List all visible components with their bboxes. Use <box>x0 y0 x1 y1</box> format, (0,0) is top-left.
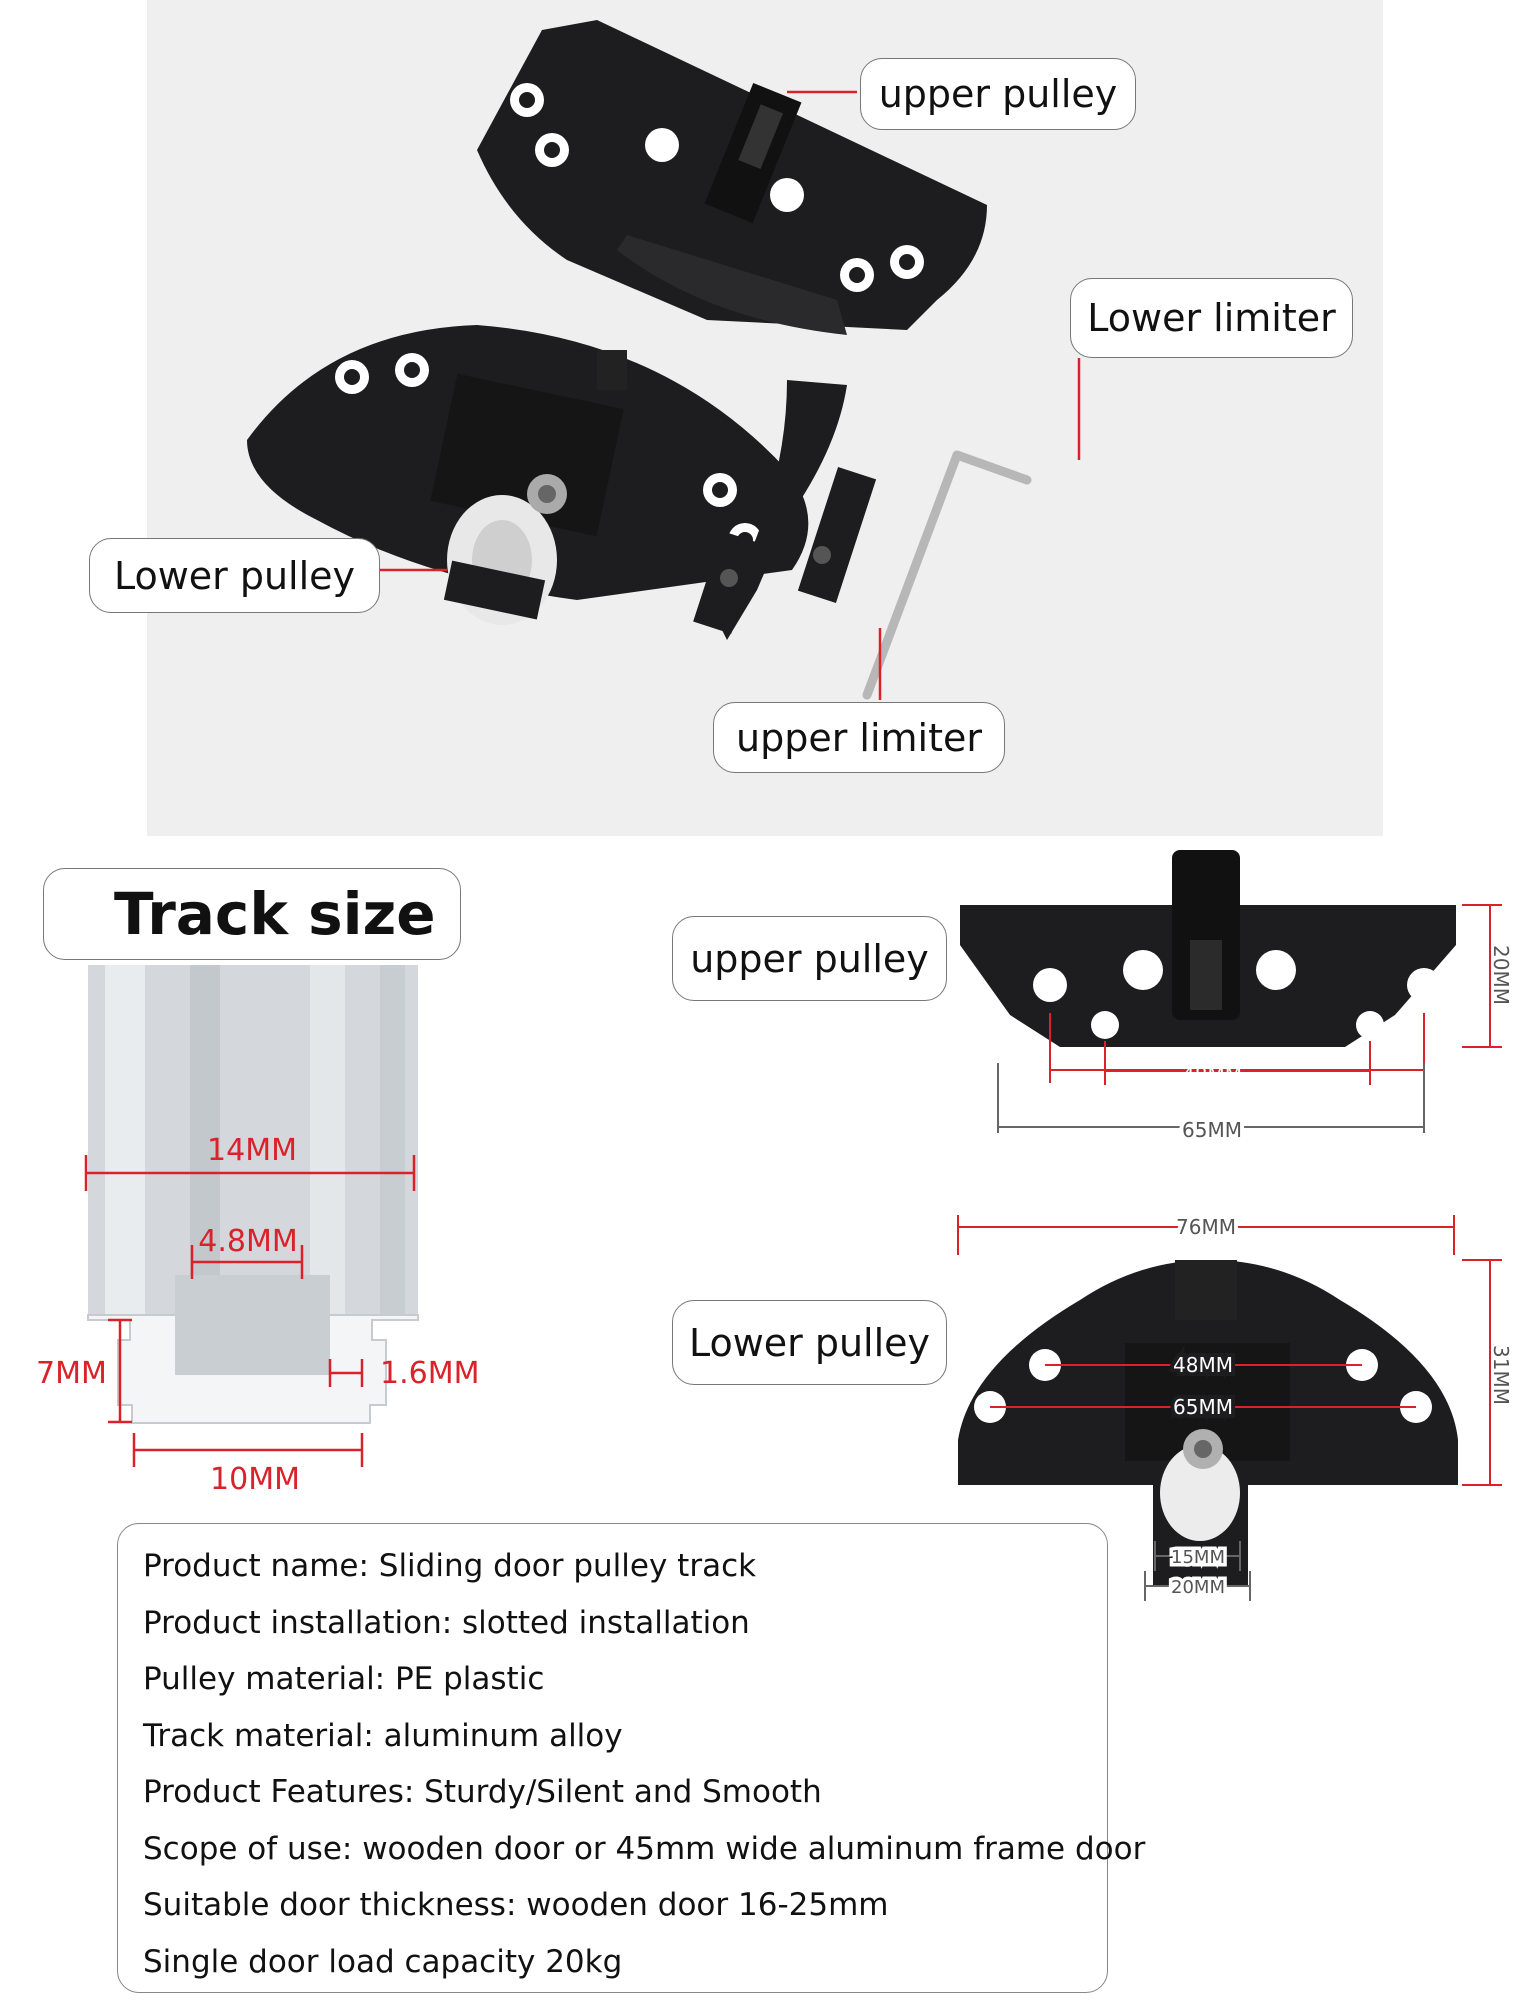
spec-load-capacity: Single door load capacity 20kg <box>143 1943 623 1980</box>
spec-door-thickness: Suitable door thickness: wooden door 16-… <box>143 1887 889 1923</box>
callout-upper-limiter: upper limiter <box>713 702 1005 773</box>
dim-track-base: 10MM <box>210 1462 300 1497</box>
product-photo-panel <box>147 0 1383 836</box>
dim-upper-outer-holes: 65MM <box>1182 1118 1242 1142</box>
dim-lower-height: 31MM <box>1489 1345 1510 1405</box>
dim-upper-height: 20MM <box>1489 945 1510 1005</box>
dim-lower-width: 76MM <box>1176 1215 1236 1239</box>
spec-installation: Product installation: slotted installati… <box>143 1604 750 1641</box>
spec-features: Product Features: Sturdy/Silent and Smoo… <box>143 1774 822 1810</box>
spec-pulley-material: Pulley material: PE plastic <box>143 1661 545 1697</box>
dim-lower-outer-holes: 65MM <box>1173 1395 1233 1419</box>
upper-pulley-drawing: 48MM 65MM 20MM <box>960 850 1510 1146</box>
dim-track-wall: 1.6MM <box>380 1356 479 1391</box>
spec-track-material: Track material: aluminum alloy <box>143 1717 623 1754</box>
dim-track-width-top: 14MM <box>207 1133 297 1168</box>
dim-track-height: 7MM <box>36 1356 107 1391</box>
callout-lower-pulley: Lower pulley <box>89 538 380 613</box>
track-size-title: Track size <box>43 868 461 960</box>
lower-pulley-part <box>247 325 809 625</box>
dim-track-slot: 4.8MM <box>198 1224 297 1259</box>
specifications-box: Product name: Sliding door pulley track … <box>117 1523 1146 1993</box>
lower-pulley-drawing: 76MM 48MM 65MM 31MM 15MM 20MM <box>957 1215 1510 1602</box>
hex-key <box>862 450 1032 700</box>
callout-upper-pulley: upper pulley <box>860 58 1136 130</box>
track-cross-section: 14MM 4.8MM 7MM 1.6MM 10MM <box>36 965 479 1497</box>
dim-lower-inner-holes: 48MM <box>1173 1353 1233 1377</box>
callout-drawing-lower-pulley: Lower pulley <box>672 1300 947 1385</box>
spec-product-name: Product name: Sliding door pulley track <box>143 1548 757 1584</box>
photo-leader-lines <box>380 90 1081 700</box>
dim-lower-wheel-outer: 20MM <box>1171 1577 1225 1598</box>
upper-pulley-part <box>477 20 987 335</box>
limiter-parts <box>693 380 877 640</box>
spec-scope: Scope of use: wooden door or 45mm wide a… <box>143 1830 1146 1867</box>
callout-drawing-upper-pulley: upper pulley <box>672 916 947 1001</box>
product-photo-illustration <box>247 20 1081 700</box>
dim-lower-wheel-inner: 15MM <box>1171 1547 1225 1568</box>
dim-upper-inner-holes: 48MM <box>1182 1063 1242 1087</box>
callout-lower-limiter: Lower limiter <box>1070 278 1353 358</box>
